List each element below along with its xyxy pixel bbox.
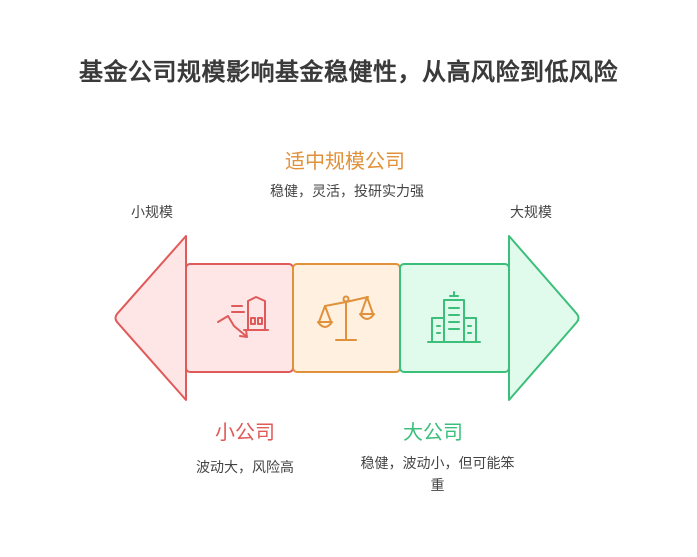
left-arrow-head bbox=[114, 235, 187, 401]
large-company-description: 稳健，波动小，但可能笨重 bbox=[360, 456, 515, 494]
large-company-segment bbox=[399, 263, 510, 373]
medium-company-heading: 适中规模公司 bbox=[285, 149, 405, 173]
large-company-heading: 大公司 bbox=[403, 420, 463, 444]
small-company-heading: 小公司 bbox=[215, 420, 275, 444]
medium-company-description: 稳健，灵活，投研实力强 bbox=[270, 184, 424, 200]
right-end-label: 大规模 bbox=[510, 205, 552, 221]
falling-chart-building-icon bbox=[217, 296, 269, 338]
right-arrow-head bbox=[508, 235, 580, 401]
diagram-title: 基金公司规模影响基金稳健性，从高风险到低风险 bbox=[79, 58, 618, 86]
buildings-icon bbox=[427, 291, 481, 343]
small-company-description: 波动大，风险高 bbox=[196, 460, 294, 476]
balance-scale-icon bbox=[317, 295, 375, 341]
small-company-segment bbox=[185, 263, 294, 373]
left-end-label: 小规模 bbox=[131, 205, 173, 221]
